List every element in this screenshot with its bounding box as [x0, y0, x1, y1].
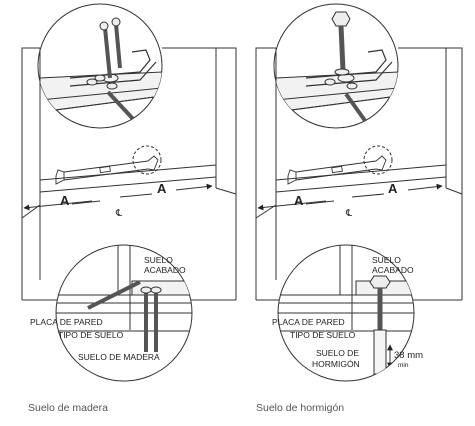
- right-wall-plate-label: PLACA DE PARED: [272, 317, 345, 327]
- right-dimension-a-1: A: [294, 193, 304, 208]
- right-finished-floor-label-1: SUELO: [372, 255, 401, 265]
- right-dimension-arrows: [257, 183, 443, 211]
- left-centerline-symbol: ℄: [115, 208, 123, 219]
- right-subfloor-label-1: SUELO DE: [316, 348, 359, 358]
- right-floor-type-label: TIPO DE SUELO: [290, 330, 356, 340]
- left-bottom-detail: [56, 245, 192, 352]
- left-finished-floor-label-2: ACABADO: [144, 265, 186, 275]
- right-finished-floor-label-2: ACABADO: [372, 265, 414, 275]
- left-top-detail: [39, 4, 162, 128]
- left-wall-plate-label: PLACA DE PARED: [30, 317, 103, 327]
- left-floor-type-label: TIPO DE SUELO: [58, 330, 124, 340]
- right-detail-callout: [363, 145, 393, 175]
- right-depth-label: 38 mm: [394, 350, 423, 361]
- right-dimension-a-2: A: [388, 181, 398, 196]
- left-anti-tip-bracket: [55, 155, 159, 185]
- right-anti-tip-bracket: [287, 155, 387, 185]
- left-dimension-a-2: A: [157, 181, 167, 196]
- right-subfloor-label-2: HORMIGÓN: [312, 359, 360, 369]
- left-subfloor-label: SUELO DE MADERA: [78, 352, 160, 362]
- left-dimension-arrows: [23, 183, 213, 211]
- left-caption: Suelo de madera: [28, 402, 108, 414]
- left-cabinet-outline: [21, 47, 237, 301]
- left-detail-callout: [132, 145, 162, 175]
- left-panel: A A ℄: [21, 3, 237, 382]
- right-bottom-detail: [278, 245, 414, 375]
- right-centerline-symbol: ℄: [345, 208, 353, 219]
- right-depth-qualifier: min: [398, 362, 409, 369]
- left-dimension-a-1: A: [60, 193, 70, 208]
- right-caption: Suelo de hormigón: [256, 402, 345, 414]
- right-panel: A A ℄: [255, 3, 463, 382]
- right-top-detail: [275, 4, 398, 128]
- left-finished-floor-label-1: SUELO: [144, 255, 173, 265]
